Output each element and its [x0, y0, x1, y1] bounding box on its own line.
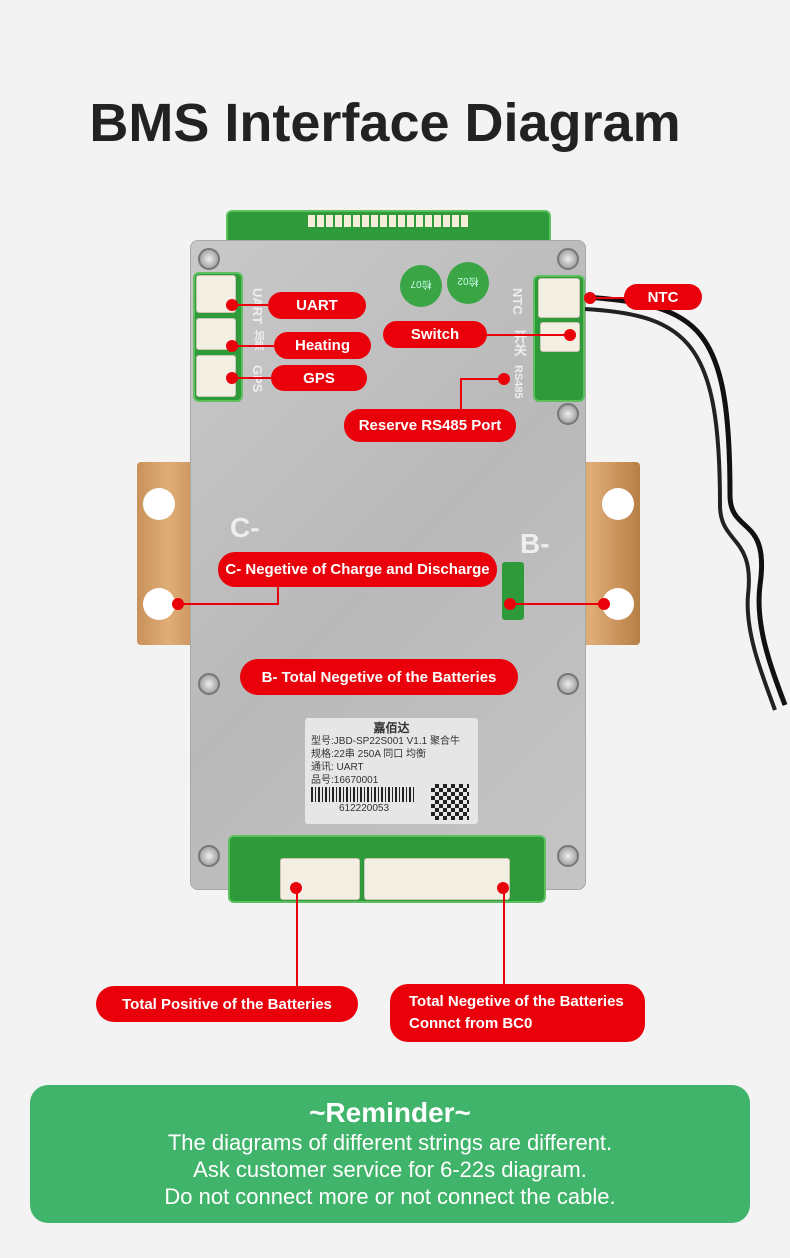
sticker-comm: 通讯: UART	[311, 762, 364, 773]
silk-b-minus: B-	[520, 528, 550, 559]
label-gps: GPS	[271, 365, 367, 391]
callout-dot	[504, 598, 516, 610]
label-c-minus: C- Negetive of Charge and Discharge	[218, 552, 497, 587]
callout-line	[277, 585, 279, 605]
callout-dot	[290, 882, 302, 894]
qr-code	[431, 784, 469, 820]
label-total-negative-line2: Connct from BC0	[409, 1015, 533, 1032]
silk-switch: 开关	[512, 330, 527, 356]
silk-rs485: RS485	[512, 365, 524, 399]
callout-line	[460, 378, 505, 380]
sticker-model: 型号:JBD-SP22S001 V1.1 聚合牛	[311, 736, 460, 747]
ntc-cable	[584, 294, 788, 711]
callout-dot	[226, 340, 238, 352]
callout-line	[503, 888, 505, 986]
inspection-stamp-1: 检07	[400, 265, 442, 307]
callout-dot	[172, 598, 184, 610]
label-switch: Switch	[383, 321, 487, 348]
callout-line	[485, 334, 570, 336]
screw-icon	[198, 845, 220, 867]
callout-line	[510, 603, 605, 605]
callout-line	[460, 378, 462, 413]
label-heating: Heating	[274, 332, 371, 359]
page-title: BMS Interface Diagram	[89, 93, 681, 153]
label-total-positive: Total Positive of the Batteries	[96, 986, 358, 1022]
screw-icon	[557, 248, 579, 270]
reminder-box: ~Reminder~ The diagrams of different str…	[30, 1085, 750, 1223]
callout-dot	[226, 299, 238, 311]
product-sticker: 嘉佰达 型号:JBD-SP22S001 V1.1 聚合牛 规格:22串 250A…	[305, 718, 478, 824]
b-minus-pins	[502, 562, 524, 620]
callout-dot	[598, 598, 610, 610]
callout-dot	[497, 882, 509, 894]
callout-line	[178, 603, 278, 605]
callout-dot	[564, 329, 576, 341]
balance-connector-2	[364, 858, 510, 900]
callout-line	[232, 345, 277, 347]
callout-dot	[498, 373, 510, 385]
callout-dot	[226, 372, 238, 384]
reminder-title: ~Reminder~	[309, 1097, 471, 1128]
screw-icon	[198, 673, 220, 695]
callout-line	[585, 297, 627, 299]
screw-icon	[557, 673, 579, 695]
label-total-negative: Total Negetive of the Batteries Connct f…	[390, 984, 645, 1042]
label-ntc: NTC	[624, 284, 702, 310]
reminder-line: Do not connect more or not connect the c…	[164, 1184, 616, 1209]
callout-line	[232, 377, 277, 379]
callout-line	[296, 888, 298, 988]
silk-uart: UART	[250, 288, 265, 325]
top-header-pins	[308, 215, 468, 227]
label-b-minus: B- Total Negetive of the Batteries	[240, 659, 518, 695]
reminder-line: The diagrams of different strings are di…	[167, 1130, 613, 1155]
silk-ntc: NTC	[510, 288, 525, 315]
sticker-part: 品号:16670001	[311, 775, 379, 786]
sticker-brand: 嘉佰达	[373, 721, 410, 735]
sticker-barcode-number: 612220053	[339, 803, 390, 814]
barcode	[311, 787, 416, 802]
callout-line	[232, 304, 282, 306]
screw-icon	[557, 845, 579, 867]
screw-icon	[198, 248, 220, 270]
ntc-connector	[538, 278, 580, 318]
silk-c-minus: C-	[230, 512, 260, 543]
silk-heating: 加热	[252, 330, 263, 350]
inspection-stamp-2: 检02	[447, 262, 489, 304]
label-rs485: Reserve RS485 Port	[344, 409, 516, 442]
screw-icon	[557, 403, 579, 425]
label-total-negative-line1: Total Negetive of the Batteries	[409, 993, 624, 1010]
label-uart: UART	[268, 292, 366, 319]
balance-connector-1	[280, 858, 360, 900]
sticker-spec: 规格:22串 250A 同口 均衡	[311, 749, 427, 760]
reminder-line: Ask customer service for 6-22s diagram.	[193, 1157, 587, 1182]
callout-dot	[584, 292, 596, 304]
